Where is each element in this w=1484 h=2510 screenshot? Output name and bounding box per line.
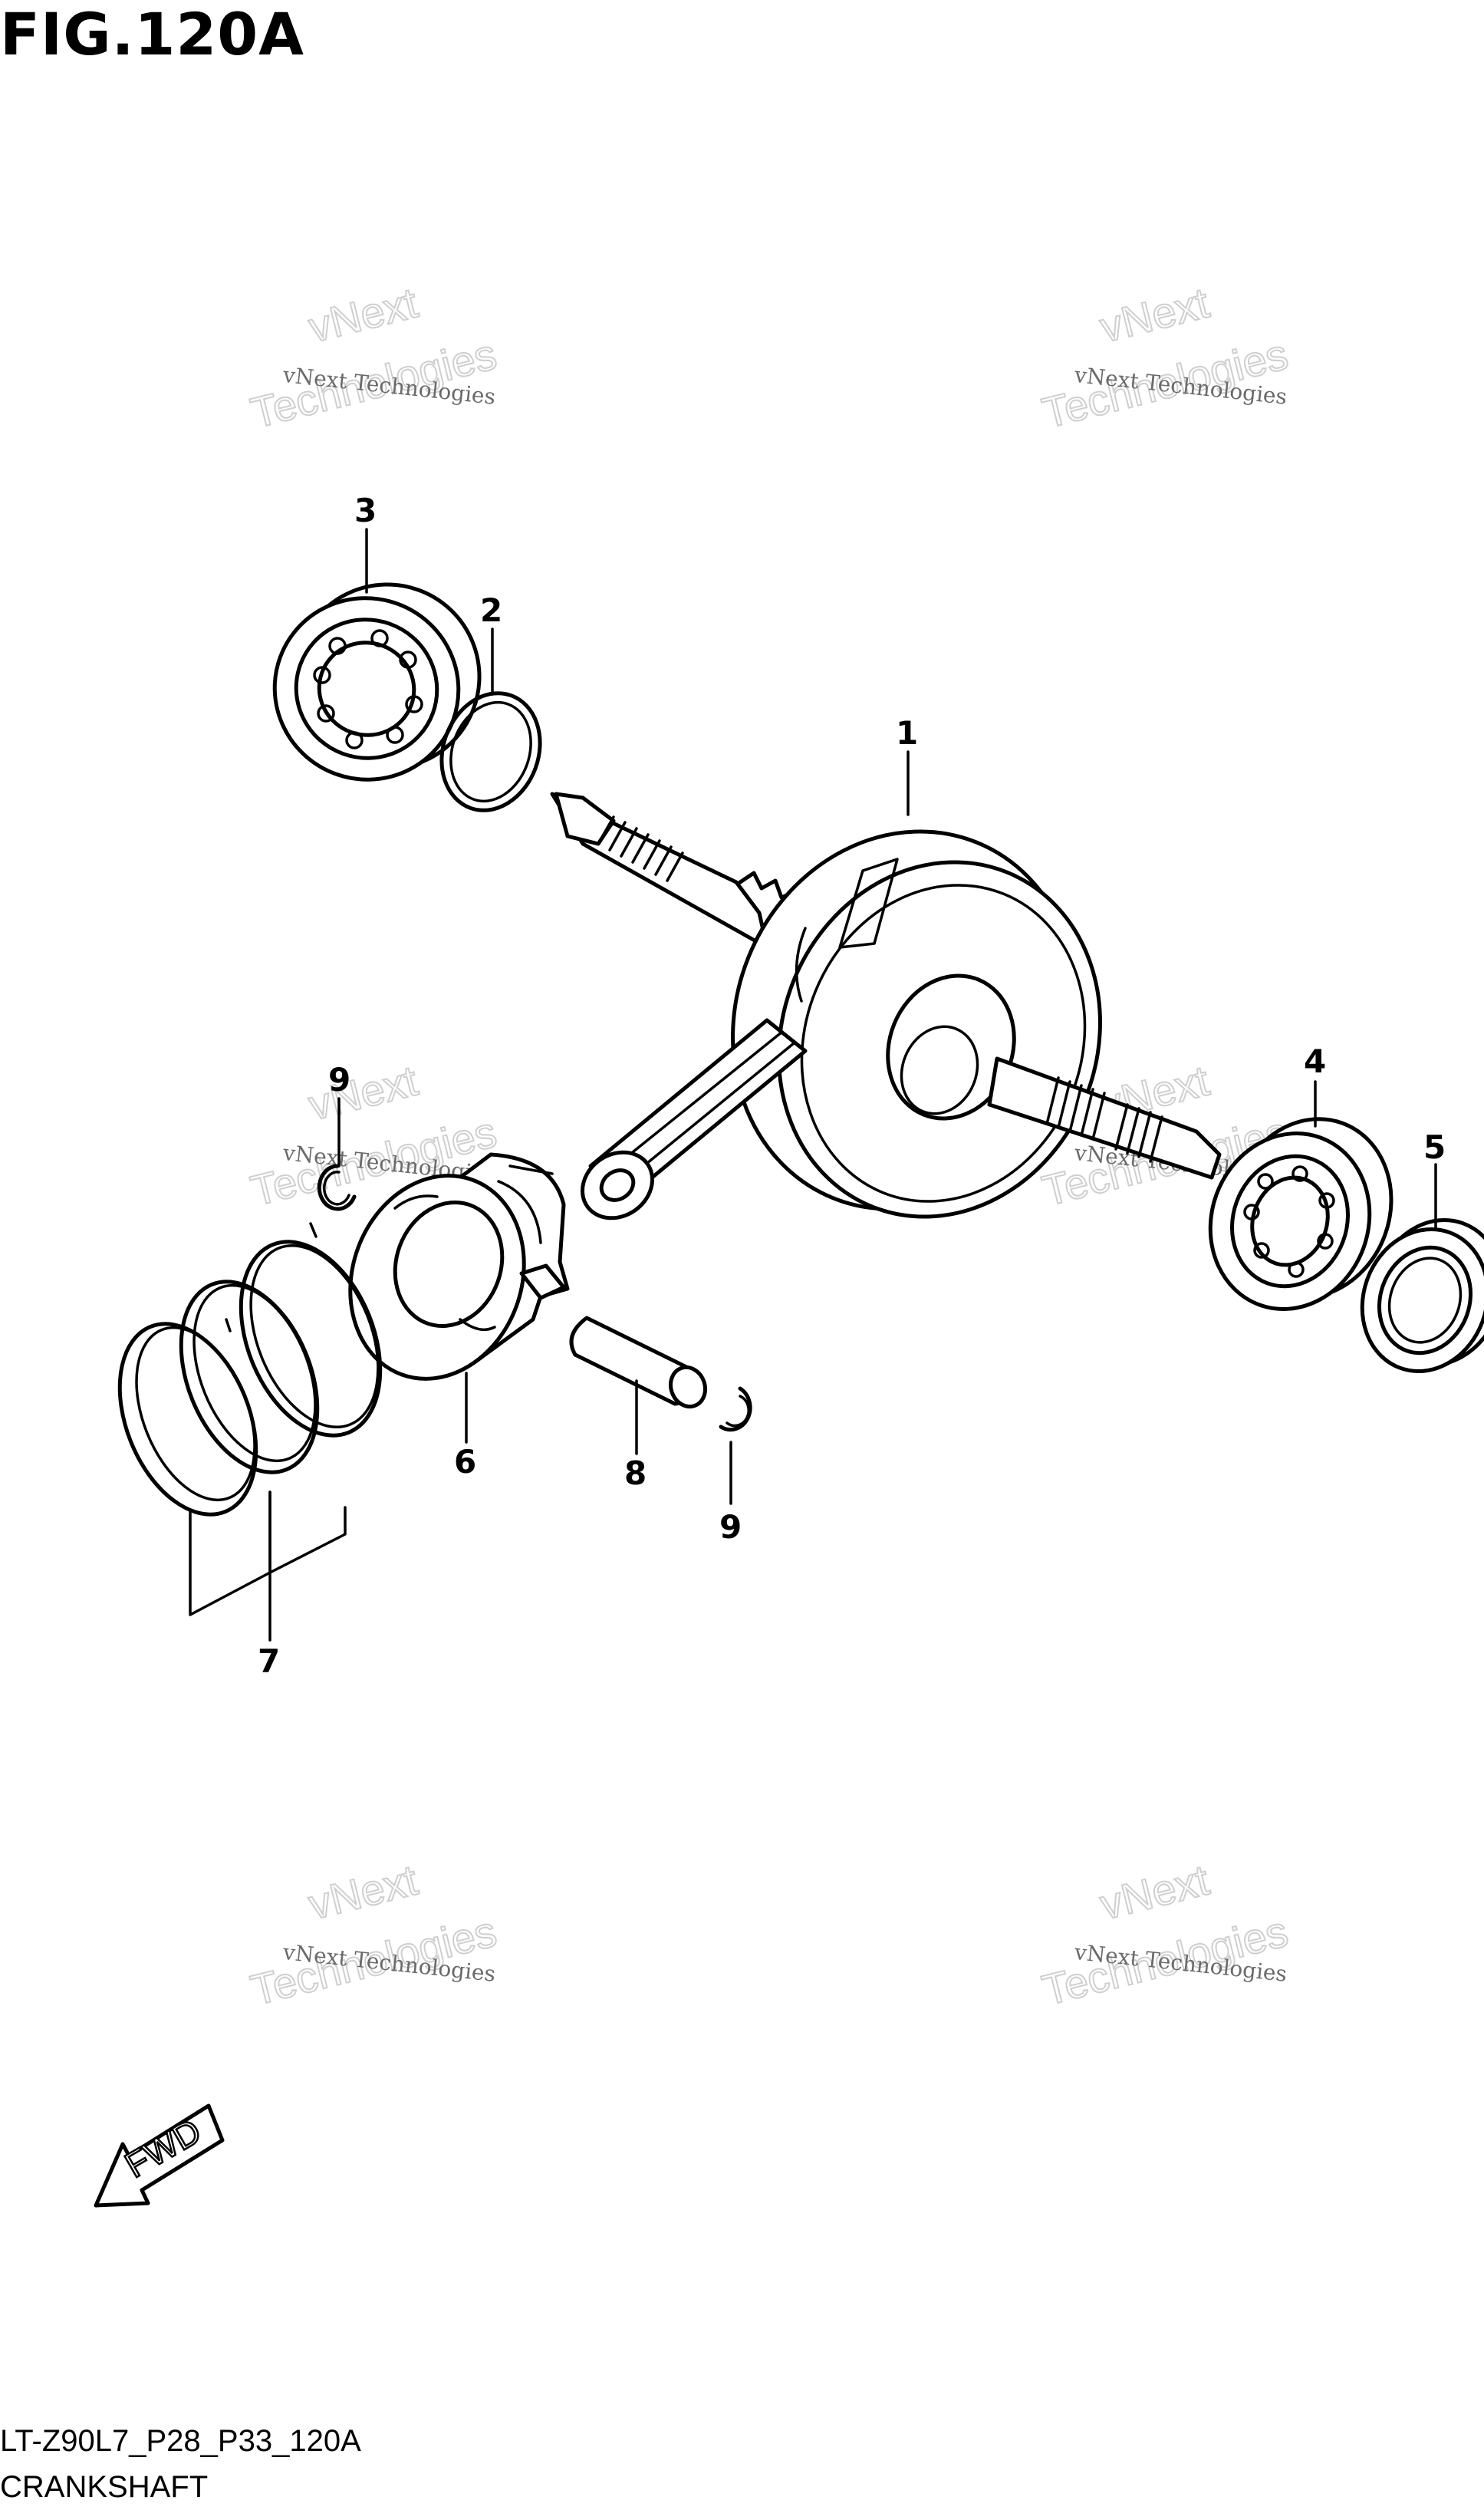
- part-retaining-ring: [439, 691, 542, 812]
- svg-text:vNext: vNext: [304, 1056, 423, 1129]
- part-crankshaft: [550, 792, 1222, 1220]
- callout-4: 4: [1304, 1043, 1326, 1080]
- svg-text:vNext: vNext: [1095, 1855, 1214, 1929]
- diagram-code: LT-Z90L7_P28_P33_120A: [0, 2424, 361, 2458]
- part-oil-seal: [1360, 1218, 1484, 1373]
- leader-lines: [189, 528, 1437, 1642]
- svg-text:vNext: vNext: [304, 1855, 423, 1929]
- watermark-top-left: vNext Technologies vNext Technologies: [245, 277, 502, 437]
- callout-8: 8: [624, 1454, 647, 1492]
- part-piston-pin-clip-upper: [317, 1164, 357, 1211]
- svg-text:vNext: vNext: [1095, 278, 1214, 351]
- callout-6: 6: [454, 1443, 476, 1481]
- part-piston-rings: [117, 1222, 383, 1517]
- forward-direction-arrow: FWD: [94, 2103, 225, 2208]
- part-piston-pin-clip-lower: [719, 1386, 752, 1432]
- svg-text:vNext: vNext: [304, 278, 423, 351]
- watermark-bottom-right: vNext Technologies vNext Technologies: [1037, 1854, 1293, 2014]
- watermark-bottom-left: vNext Technologies vNext Technologies: [245, 1854, 502, 2014]
- callout-1: 1: [896, 714, 918, 752]
- part-piston: [348, 1152, 570, 1381]
- callout-3: 3: [354, 492, 377, 529]
- callout-2: 2: [480, 591, 502, 629]
- callout-labels: 1 2 3 4 5 6 7 8 9 9: [258, 492, 1446, 1680]
- watermark-top-right: vNext Technologies vNext Technologies: [1037, 277, 1293, 437]
- figure-title: FIG.120A: [0, 0, 304, 68]
- part-bearing-left: [272, 582, 482, 782]
- section-name: CRANKSHAFT: [0, 2470, 209, 2504]
- part-piston-pin: [569, 1316, 708, 1409]
- part-bearing-right: [1208, 1117, 1394, 1311]
- callout-7: 7: [258, 1642, 280, 1680]
- callout-9-upper: 9: [328, 1061, 350, 1099]
- callout-5: 5: [1423, 1128, 1446, 1166]
- callout-9-lower: 9: [719, 1508, 742, 1546]
